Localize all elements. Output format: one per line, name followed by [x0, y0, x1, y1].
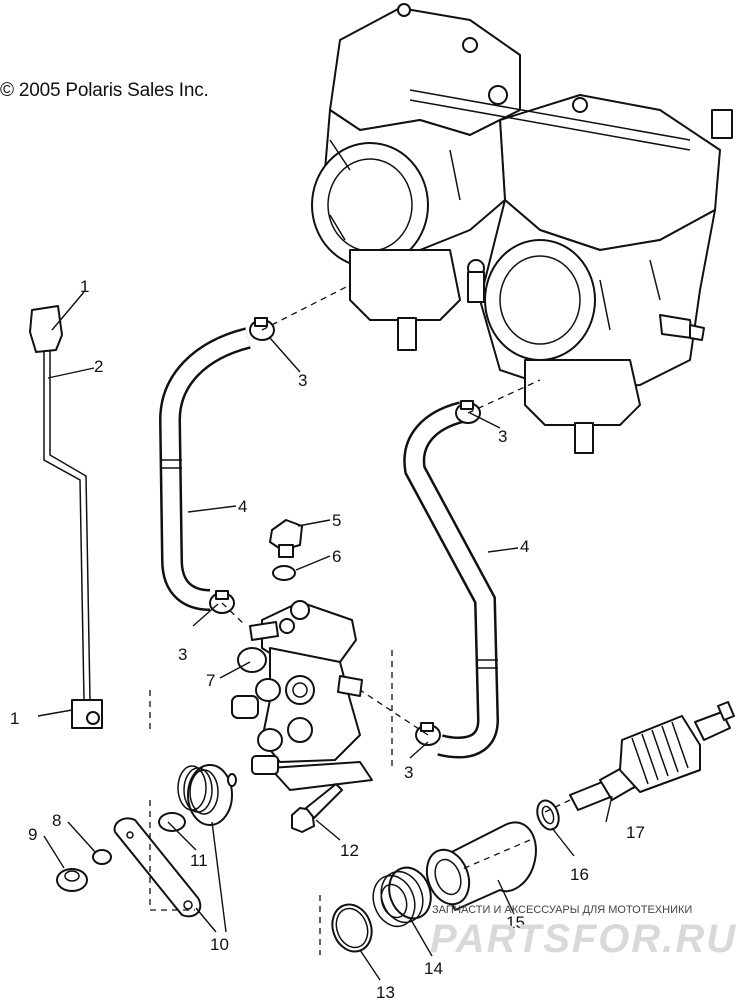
callout-17: 17 [626, 823, 645, 842]
callout-numbers: 1 2 3 3 4 4 5 6 3 7 1 3 8 9 11 12 10 13 … [10, 277, 645, 1000]
banjo-bolt [269, 519, 303, 558]
callout-14: 14 [424, 959, 443, 978]
callout-3-upper-right: 3 [498, 427, 507, 446]
watermark-brand: PARTSFOR.RU [430, 917, 737, 961]
hose-clamp-3 [209, 590, 235, 614]
callout-1-top: 1 [80, 277, 89, 296]
callout-12: 12 [340, 841, 359, 860]
callout-7: 7 [206, 671, 215, 690]
callout-16: 16 [570, 865, 589, 884]
drive-sleeve [425, 821, 537, 911]
lock-washer [92, 849, 112, 865]
callout-2: 2 [94, 357, 103, 376]
callout-10: 10 [210, 935, 229, 954]
callout-6: 6 [332, 547, 341, 566]
seal-o-ring [319, 895, 373, 955]
callout-3-upper-left: 3 [298, 371, 307, 390]
sealing-washer [272, 565, 296, 581]
hose-right [403, 401, 500, 759]
callout-11: 11 [190, 851, 208, 870]
leader-lines [37, 291, 613, 981]
watermark-tagline: ЗАПЧАСТИ И АКСЕССУАРЫ ДЛЯ МОТОТЕХНИКИ [432, 904, 692, 916]
carburetor-assembly [311, 3, 733, 454]
mounting-screw [291, 783, 343, 833]
pump-lever [113, 800, 202, 918]
callout-4-left: 4 [238, 497, 247, 516]
callout-3-lower-left: 3 [178, 645, 187, 664]
shaft-o-ring [536, 799, 560, 831]
copyright-notice: © 2005 Polaris Sales Inc. [0, 80, 209, 101]
pump-spring [177, 764, 237, 826]
hose-clamp-4 [415, 722, 441, 746]
callout-5: 5 [332, 511, 341, 530]
callout-3-lower-right: 3 [404, 763, 413, 782]
callout-9: 9 [28, 825, 37, 844]
oil-pump [231, 600, 393, 791]
watermark: ЗАПЧАСТИ И АКСЕССУАРЫ ДЛЯ МОТОТЕХНИКИ PA… [430, 904, 737, 961]
oil-line-assembly [29, 305, 151, 730]
callout-15: 15 [506, 913, 525, 932]
drive-shaft [569, 701, 735, 811]
sleeve-spring [372, 866, 432, 928]
callout-13: 13 [376, 983, 395, 1000]
hose-clamp-1 [249, 317, 275, 341]
callout-1-bottom: 1 [10, 709, 19, 728]
callout-4-right: 4 [520, 537, 529, 556]
lever-nut [56, 868, 88, 892]
alignment-lines [221, 284, 571, 871]
callout-8: 8 [52, 811, 61, 830]
hose-left [158, 327, 251, 611]
